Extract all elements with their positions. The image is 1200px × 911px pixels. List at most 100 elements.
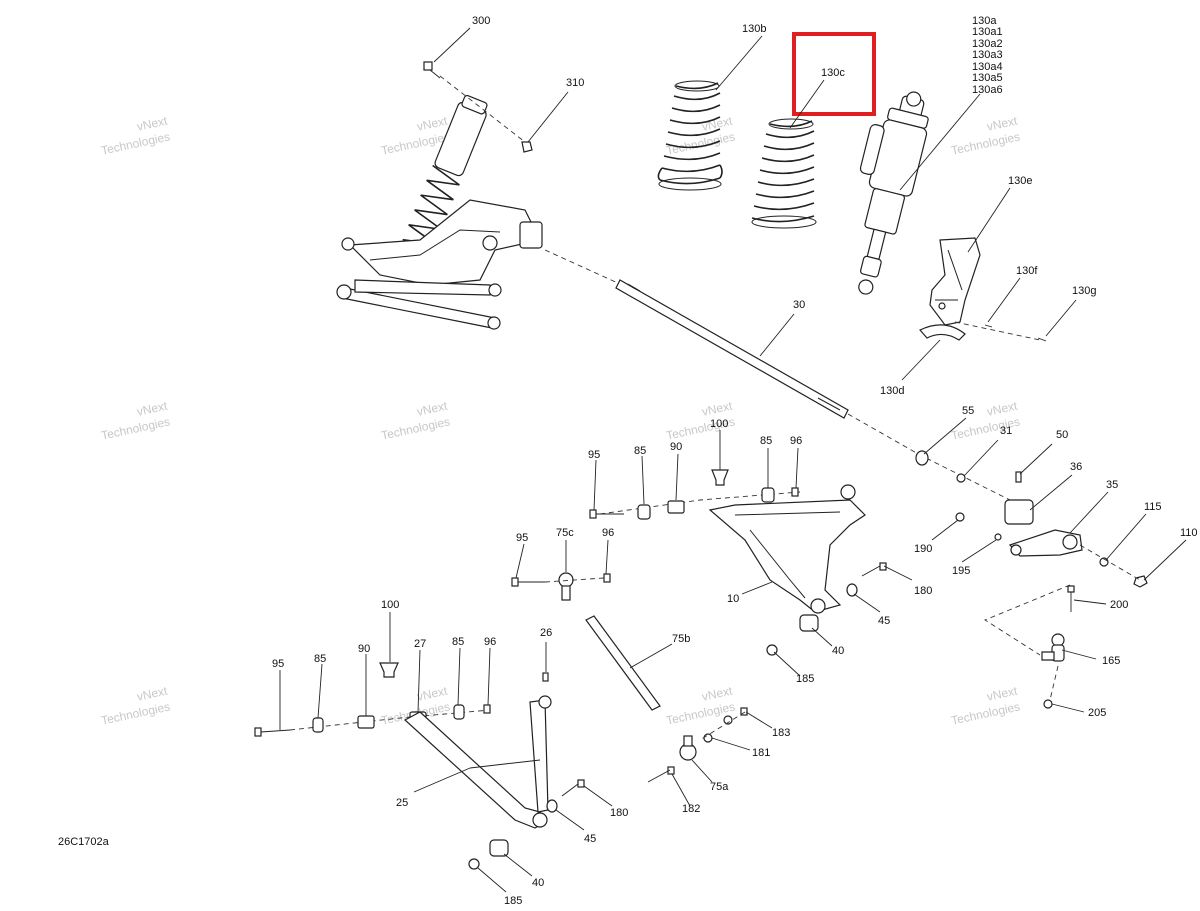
washer-185-low[interactable] bbox=[468, 858, 480, 870]
shock-130a[interactable] bbox=[831, 84, 936, 299]
ring-55[interactable] bbox=[915, 450, 929, 466]
label-25[interactable]: 25 bbox=[396, 797, 408, 809]
ring-45-top[interactable] bbox=[846, 583, 858, 597]
bolt-300[interactable] bbox=[423, 61, 441, 79]
label-130a1[interactable]: 130a1 bbox=[972, 26, 1003, 38]
bolt-95-mid[interactable] bbox=[511, 577, 545, 587]
label-200[interactable]: 200 bbox=[1110, 599, 1128, 611]
label-85-low-left[interactable]: 85 bbox=[314, 653, 326, 665]
pin-100-low[interactable] bbox=[379, 662, 399, 678]
bushing-40-low[interactable] bbox=[489, 839, 509, 857]
label-35[interactable]: 35 bbox=[1106, 479, 1118, 491]
label-185-low[interactable]: 185 bbox=[504, 895, 522, 907]
label-55[interactable]: 55 bbox=[962, 405, 974, 417]
label-95-mid[interactable]: 95 bbox=[516, 532, 528, 544]
label-130d[interactable]: 130d bbox=[880, 385, 904, 397]
label-96-low[interactable]: 96 bbox=[484, 636, 496, 648]
label-181[interactable]: 181 bbox=[752, 747, 770, 759]
label-180-top[interactable]: 180 bbox=[914, 585, 932, 597]
label-95-top[interactable]: 95 bbox=[588, 449, 600, 461]
bushing-85-low-left[interactable] bbox=[312, 717, 324, 733]
block-36[interactable] bbox=[1004, 499, 1034, 525]
rod-end-75a[interactable] bbox=[679, 735, 697, 761]
label-31[interactable]: 31 bbox=[1000, 425, 1012, 437]
washer-195[interactable] bbox=[994, 533, 1002, 541]
nut-183[interactable] bbox=[740, 707, 748, 716]
label-185-top[interactable]: 185 bbox=[796, 673, 814, 685]
label-195[interactable]: 195 bbox=[952, 565, 970, 577]
spring-130b[interactable] bbox=[657, 80, 723, 191]
nut-96-top[interactable] bbox=[791, 487, 799, 497]
label-115[interactable]: 115 bbox=[1144, 501, 1162, 513]
bolt-50[interactable] bbox=[1015, 471, 1022, 483]
label-130a[interactable]: 130a bbox=[972, 15, 997, 27]
label-96-mid[interactable]: 96 bbox=[602, 527, 614, 539]
label-45-low[interactable]: 45 bbox=[584, 833, 596, 845]
axle-30[interactable] bbox=[615, 279, 849, 419]
pin-130g[interactable] bbox=[1037, 337, 1047, 342]
bushing-85-low-right[interactable] bbox=[453, 704, 465, 720]
label-10[interactable]: 10 bbox=[727, 593, 739, 605]
label-300[interactable]: 300 bbox=[472, 15, 490, 27]
label-27[interactable]: 27 bbox=[414, 638, 426, 650]
sleeve-90-low[interactable] bbox=[357, 715, 375, 729]
label-130f[interactable]: 130f bbox=[1016, 265, 1038, 277]
label-310[interactable]: 310 bbox=[566, 77, 584, 89]
rod-end-75c[interactable] bbox=[558, 572, 574, 601]
sleeve-90-top[interactable] bbox=[667, 500, 685, 514]
clip-130d[interactable] bbox=[919, 324, 966, 341]
nut-310[interactable] bbox=[521, 141, 533, 153]
label-26[interactable]: 26 bbox=[540, 627, 552, 639]
label-130a2[interactable]: 130a2 bbox=[972, 38, 1003, 50]
ring-45-low[interactable] bbox=[546, 799, 558, 813]
label-130a3[interactable]: 130a3 bbox=[972, 49, 1003, 61]
nut-96-mid[interactable] bbox=[603, 573, 611, 583]
arm-35[interactable] bbox=[1008, 529, 1083, 557]
pin-130f[interactable] bbox=[984, 324, 993, 328]
label-90-top[interactable]: 90 bbox=[670, 441, 682, 453]
label-110[interactable]: 110 bbox=[1180, 527, 1198, 539]
label-130a5[interactable]: 130a5 bbox=[972, 72, 1003, 84]
label-90-low[interactable]: 90 bbox=[358, 643, 370, 655]
label-182[interactable]: 182 bbox=[682, 803, 700, 815]
label-183[interactable]: 183 bbox=[772, 727, 790, 739]
label-85-low-right[interactable]: 85 bbox=[452, 636, 464, 648]
label-40-top[interactable]: 40 bbox=[832, 645, 844, 657]
label-36[interactable]: 36 bbox=[1070, 461, 1082, 473]
washer-190[interactable] bbox=[955, 512, 965, 522]
label-40-low[interactable]: 40 bbox=[532, 877, 544, 889]
label-130e[interactable]: 130e bbox=[1008, 175, 1032, 187]
label-130b[interactable]: 130b bbox=[742, 23, 766, 35]
assembled-suspension[interactable] bbox=[336, 93, 543, 330]
label-95-low[interactable]: 95 bbox=[272, 658, 284, 670]
label-100-top[interactable]: 100 bbox=[710, 418, 728, 430]
a-arm-10[interactable] bbox=[708, 484, 866, 614]
label-130a4[interactable]: 130a4 bbox=[972, 61, 1003, 73]
ring-31[interactable] bbox=[956, 473, 966, 483]
label-75b[interactable]: 75b bbox=[672, 633, 690, 645]
label-165[interactable]: 165 bbox=[1102, 655, 1120, 667]
bushing-40-top[interactable] bbox=[799, 614, 819, 632]
a-arm-25[interactable] bbox=[403, 695, 552, 829]
bolt-180-top[interactable] bbox=[861, 562, 887, 577]
label-85-top-right[interactable]: 85 bbox=[760, 435, 772, 447]
rod-75b[interactable] bbox=[585, 615, 661, 711]
spring-130c[interactable] bbox=[751, 118, 817, 229]
label-50[interactable]: 50 bbox=[1056, 429, 1068, 441]
label-100-low[interactable]: 100 bbox=[381, 599, 399, 611]
nut-96-low[interactable] bbox=[483, 704, 491, 714]
bolt-180-low[interactable] bbox=[561, 779, 585, 797]
label-75a[interactable]: 75a bbox=[710, 781, 729, 793]
nut-205[interactable] bbox=[1043, 699, 1053, 709]
label-75c[interactable]: 75c bbox=[556, 527, 574, 539]
label-130a6[interactable]: 130a6 bbox=[972, 84, 1003, 96]
bolt-182[interactable] bbox=[647, 766, 675, 783]
label-85-top-left[interactable]: 85 bbox=[634, 445, 646, 457]
washer-181a[interactable] bbox=[723, 715, 733, 725]
washer-181b[interactable] bbox=[703, 733, 713, 743]
bracket-130e[interactable] bbox=[929, 237, 981, 326]
label-180-low[interactable]: 180 bbox=[610, 807, 628, 819]
label-130g[interactable]: 130g bbox=[1072, 285, 1096, 297]
label-130c[interactable]: 130c bbox=[821, 67, 845, 79]
bolt-95-top[interactable] bbox=[589, 509, 624, 519]
